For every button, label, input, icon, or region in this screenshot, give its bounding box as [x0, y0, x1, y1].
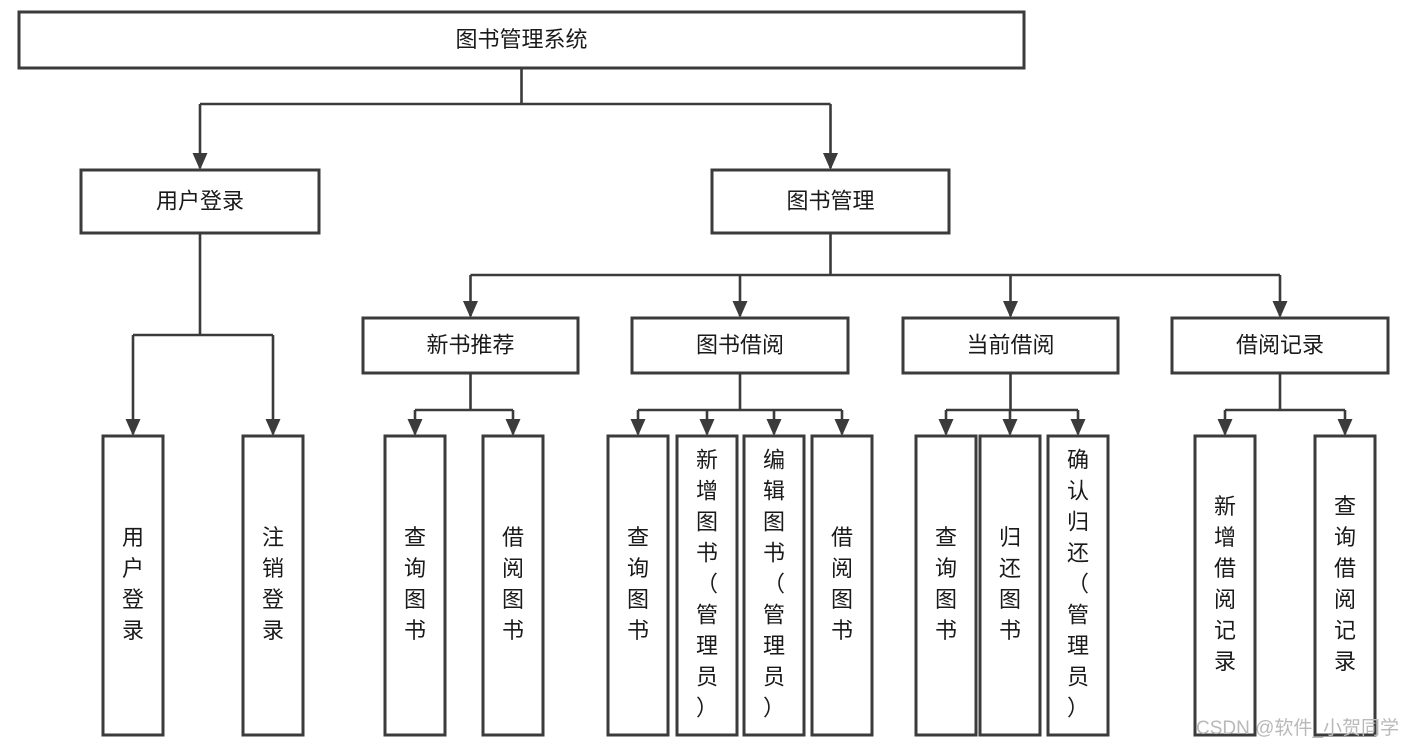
node-root[interactable]: 图书管理系统 [17, 10, 1026, 70]
node-leaf-query-book-3-box [914, 434, 978, 737]
node-user-login-label: 用户登录 [156, 188, 244, 213]
node-leaf-query-book-2-label: 查询图书 [627, 525, 649, 643]
arrow-head-icon [834, 419, 850, 436]
node-leaf-user-login[interactable]: 用户登录 [101, 434, 165, 737]
arrow-head-icon [766, 419, 782, 436]
node-user-login-box [79, 168, 321, 235]
node-book-borrow-box [630, 316, 850, 375]
node-leaf-query-book-3-label: 查询图书 [935, 525, 957, 643]
node-leaf-edit-book-box [742, 434, 806, 737]
node-current-borrow[interactable]: 当前借阅 [901, 316, 1120, 375]
node-borrow-record-label: 借阅记录 [1236, 332, 1324, 357]
node-new-book-rec-box [361, 316, 580, 375]
node-leaf-borrow-book-1-label: 借阅图书 [502, 525, 524, 643]
arrow-head-icon [630, 419, 646, 436]
node-leaf-borrow-book-2-box [810, 434, 874, 737]
node-leaf-user-login-box [101, 434, 165, 737]
node-book-manage-label: 图书管理 [786, 188, 874, 213]
node-leaf-borrow-book-1-box [481, 434, 545, 737]
arrow-head-icon [407, 419, 423, 436]
node-leaf-return-book-label: 归还图书 [999, 525, 1021, 643]
node-root-box [17, 10, 1026, 70]
node-layer: 图书管理系统用户登录图书管理新书推荐图书借阅当前借阅借阅记录用户登录注销登录查询… [17, 10, 1390, 737]
arrow-head-icon [1003, 301, 1018, 318]
node-leaf-add-record-box [1193, 434, 1257, 737]
node-leaf-query-book-3[interactable]: 查询图书 [914, 434, 978, 737]
node-new-book-rec-label: 新书推荐 [426, 332, 514, 357]
csdn-watermark: CSDN @软件_小贺同学 [1196, 717, 1399, 739]
node-borrow-record-box [1170, 316, 1390, 375]
node-leaf-add-book[interactable]: 新增图书（管理员） [675, 434, 739, 737]
node-leaf-user-logout-label: 注销登录 [262, 525, 284, 643]
node-book-borrow-label: 图书借阅 [696, 332, 784, 357]
arrow-head-icon [125, 419, 141, 436]
node-leaf-edit-book[interactable]: 编辑图书（管理员） [742, 434, 806, 737]
node-leaf-borrow-book-1[interactable]: 借阅图书 [481, 434, 545, 737]
arrow-head-icon [938, 419, 954, 436]
arrow-head-icon [463, 301, 478, 318]
node-current-borrow-label: 当前借阅 [966, 332, 1054, 357]
arrow-head-icon [1070, 419, 1086, 436]
node-leaf-confirm-return[interactable]: 确认归还（管理员） [1046, 434, 1110, 737]
node-book-borrow[interactable]: 图书借阅 [630, 316, 850, 375]
node-leaf-borrow-book-2-label: 借阅图书 [831, 525, 853, 643]
node-leaf-return-book[interactable]: 归还图书 [978, 434, 1042, 737]
node-leaf-edit-book-label: 编辑图书（管理员） [763, 447, 785, 720]
node-leaf-confirm-return-label: 确认归还（管理员） [1067, 447, 1089, 720]
arrow-head-icon [192, 153, 208, 170]
node-leaf-add-record[interactable]: 新增借阅记录 [1193, 434, 1257, 737]
node-leaf-query-book-1-label: 查询图书 [404, 525, 426, 643]
node-leaf-query-record-box [1313, 434, 1377, 737]
node-root-label: 图书管理系统 [455, 27, 587, 52]
node-leaf-query-book-2-box [606, 434, 670, 737]
node-leaf-query-record[interactable]: 查询借阅记录 [1313, 434, 1377, 737]
node-leaf-add-book-label: 新增图书（管理员） [696, 447, 718, 720]
node-user-login[interactable]: 用户登录 [79, 168, 321, 235]
arrow-head-icon [699, 419, 715, 436]
node-leaf-query-book-1[interactable]: 查询图书 [383, 434, 447, 737]
node-leaf-query-book-2[interactable]: 查询图书 [606, 434, 670, 737]
arrow-head-icon [823, 153, 838, 170]
node-leaf-user-logout-box [241, 434, 305, 737]
arrow-head-icon [505, 419, 521, 436]
node-leaf-borrow-book-2[interactable]: 借阅图书 [810, 434, 874, 737]
node-book-manage[interactable]: 图书管理 [710, 168, 951, 235]
arrow-head-icon [732, 301, 748, 318]
arrow-head-icon [1337, 419, 1353, 436]
node-leaf-add-book-box [675, 434, 739, 737]
node-leaf-add-record-label: 新增借阅记录 [1214, 494, 1236, 674]
arrow-head-icon [265, 419, 281, 436]
node-leaf-return-book-box [978, 434, 1042, 737]
connector-layer [125, 68, 1353, 436]
node-book-manage-box [710, 168, 951, 235]
node-current-borrow-box [901, 316, 1120, 375]
node-borrow-record[interactable]: 借阅记录 [1170, 316, 1390, 375]
arrow-head-icon [1217, 419, 1233, 436]
node-leaf-user-login-label: 用户登录 [122, 525, 144, 643]
node-leaf-query-record-label: 查询借阅记录 [1334, 494, 1356, 674]
arrow-head-icon [1002, 419, 1018, 436]
node-leaf-query-book-1-box [383, 434, 447, 737]
node-leaf-user-logout[interactable]: 注销登录 [241, 434, 305, 737]
node-leaf-confirm-return-box [1046, 434, 1110, 737]
node-new-book-rec[interactable]: 新书推荐 [361, 316, 580, 375]
arrow-head-icon [1272, 301, 1288, 318]
